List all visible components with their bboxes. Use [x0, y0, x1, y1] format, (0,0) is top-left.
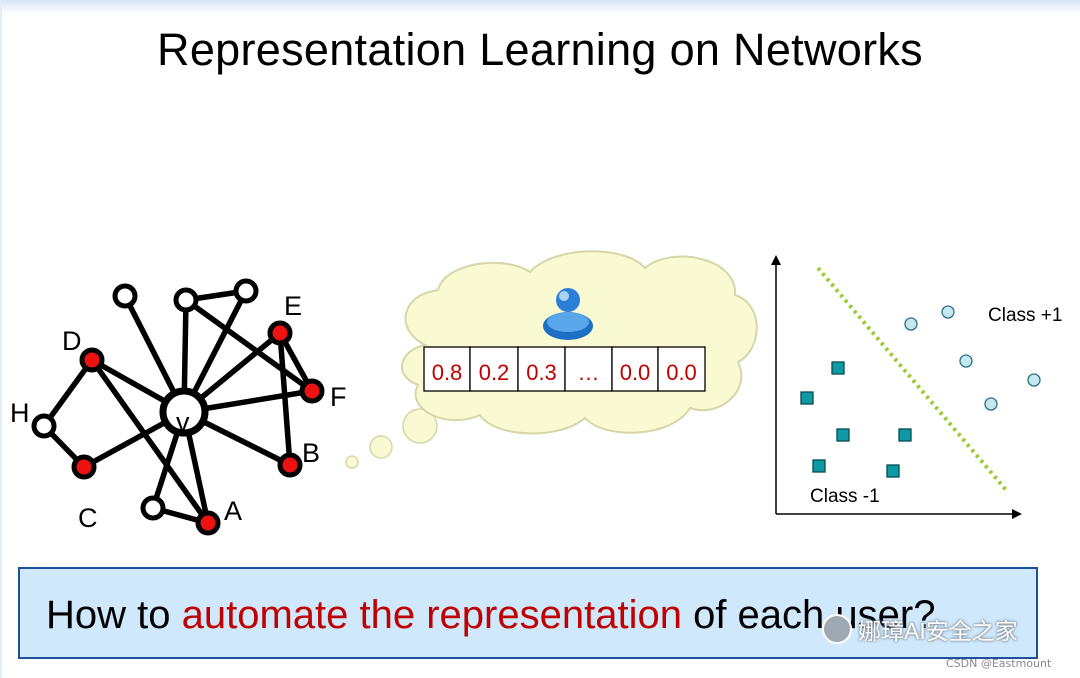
graph-node-label-v: v — [176, 407, 190, 437]
graph-edge-E-B — [277, 330, 293, 468]
vector-value: … — [578, 360, 600, 385]
vector-value: 0.3 — [526, 360, 557, 385]
vector-value: 0.2 — [479, 360, 510, 385]
class-positive-point — [1027, 373, 1041, 387]
class-positive-point — [984, 397, 998, 411]
graph-node-label-B: B — [302, 438, 320, 468]
graph-node-label-C: C — [78, 503, 98, 533]
graph-node-F — [299, 378, 325, 404]
scatter-y-arrow — [771, 255, 781, 265]
graph-node-label-A: A — [224, 496, 242, 526]
graph-labels: v D E FB A C H — [10, 291, 347, 533]
scatter-plot: Class +1 Class -1 — [771, 255, 1062, 519]
graph-edge-D-A — [89, 357, 211, 526]
embedding-vector: 0.8 0.2 0.3 … 0.0 0.0 — [423, 346, 706, 392]
class-positive-point — [904, 317, 918, 331]
class-negative-point — [836, 428, 850, 442]
credit-text: CSDN @Eastmount — [946, 657, 1052, 670]
vector-cell — [611, 346, 659, 392]
vector-cell — [423, 346, 471, 392]
graph-node-n3 — [233, 278, 259, 304]
graph-node-A — [195, 510, 221, 536]
graph-node-n1 — [112, 283, 138, 309]
graph-nodes — [31, 278, 325, 536]
vector-cell — [564, 346, 613, 392]
watermark: 娜璋AI安全之家 — [822, 612, 1052, 646]
question-text: How to automate the representation of ea… — [46, 593, 935, 638]
user-icon — [543, 288, 593, 340]
class-positive-point — [941, 305, 955, 319]
graph-node-C — [71, 454, 97, 480]
question-part1: How to — [46, 593, 182, 637]
graph-node-n4 — [140, 495, 166, 521]
graph-node-H — [31, 413, 57, 439]
thought-bubble-large — [402, 408, 438, 444]
class-positive-point — [959, 354, 973, 368]
class-negative-point — [831, 361, 845, 375]
scatter-x-arrow — [1012, 509, 1022, 519]
cloud-shape — [400, 250, 758, 435]
graph-node-n2 — [173, 287, 199, 313]
class-negative-point — [898, 428, 912, 442]
class-negative-point — [800, 391, 814, 405]
slide-left-strip — [0, 0, 2, 678]
vector-cell — [657, 346, 706, 392]
vector-cell — [469, 346, 519, 392]
question-box: How to automate the representation of ea… — [18, 567, 1038, 659]
thought-cloud: 0.8 0.2 0.3 … 0.0 0.0 — [345, 250, 758, 469]
class-negative-label: Class -1 — [810, 486, 880, 507]
question-highlight: automate the representation — [181, 593, 682, 637]
vector-value: 0.0 — [666, 360, 697, 385]
graph-node-label-F: F — [330, 382, 347, 412]
class-negative-point — [812, 459, 826, 473]
vector-value: 0.0 — [620, 360, 651, 385]
graph-node-label-D: D — [62, 326, 82, 356]
decision-boundary — [816, 266, 1008, 492]
thought-bubble-small — [345, 455, 359, 469]
graph-edge-n2-F — [183, 297, 315, 394]
graph-node-v — [159, 387, 209, 437]
vector-value: 0.8 — [432, 360, 463, 385]
slide-top-band — [0, 0, 1080, 14]
graph-node-label-E: E — [284, 291, 302, 321]
wechat-logo-icon — [822, 614, 852, 644]
graph-edge-D-H — [41, 357, 95, 429]
watermark-text: 娜璋AI安全之家 — [858, 618, 1018, 644]
graph-node-label-H: H — [10, 398, 30, 428]
question-part2: of each user? — [681, 593, 936, 637]
scatter-markers — [800, 305, 1041, 478]
slide-title: Representation Learning on Networks — [157, 24, 923, 75]
graph-node-E — [267, 320, 293, 346]
class-negative-point — [886, 464, 900, 478]
graph-node-B — [277, 452, 303, 478]
thought-bubble-medium — [369, 435, 393, 459]
class-positive-label: Class +1 — [988, 305, 1062, 326]
graph-node-D — [79, 347, 105, 373]
